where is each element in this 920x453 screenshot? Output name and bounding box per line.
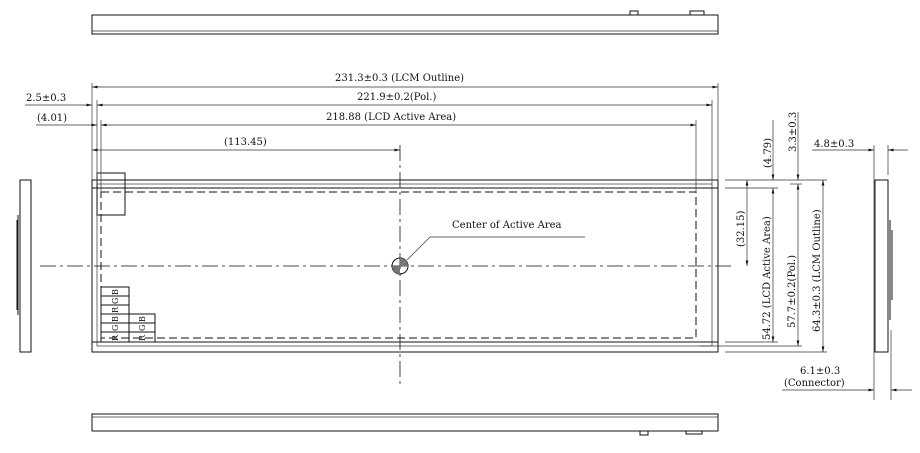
horizontal-dimensions: 231.3±0.3 (LCM Outline) 221.9±0.2(Pol.) … [25,73,719,192]
top-offset-active: (4.79) [763,138,774,168]
top-offset-pol: 3.3±0.3 [788,112,799,152]
left-side-view [16,179,32,353]
active-width: 218.88 (LCD Active Area) [326,112,456,123]
pixel-layout: R G B R G B R G B [100,286,156,343]
pixel-subpixel-label: B [138,316,147,322]
pixel-subpixel-label: R [111,306,120,313]
polarizer-outline [96,183,713,347]
corner-detail-box [96,172,126,216]
left-offset-active: (4.01) [37,113,67,124]
center-of-active-area-label: Center of Active Area [452,220,562,231]
connector-label: (Connector) [784,378,845,389]
lcm-outline-height: 64.3±0.3 (LCM Outline) [812,209,823,332]
thickness-dimensions: 4.8±0.3 6.1±0.3 (Connector) [782,139,912,392]
center-x: (113.45) [224,137,267,148]
front-view: Center of Active Area [40,145,735,385]
lcm-outline-width: 231.3±0.3 (LCM Outline) [335,73,464,84]
thickness: 4.8±0.3 [814,139,854,150]
pixel-subpixel-label: R [138,334,147,341]
pol-width: 221.9±0.2(Pol.) [357,92,437,103]
vertical-dimensions: (4.79) 3.3±0.3 (32.15) 54.72 (LCD Active… [700,112,827,353]
pixel-subpixel-label: B [111,316,120,322]
pixel-subpixel-label: B [111,289,120,295]
pixel-subpixel-label: G [138,325,147,331]
top-side-view [91,10,719,35]
pixel-subpixel-label: G [111,325,120,331]
pol-height: 57.7±0.2(Pol.) [787,255,798,328]
active-height: 54.72 (LCD Active Area) [762,216,773,340]
right-side-view [873,145,893,400]
active-area [100,191,697,339]
connector-thickness: 6.1±0.3 [800,366,840,377]
bottom-side-view [91,413,719,436]
pixel-subpixel-label: G [111,298,120,304]
pixel-subpixel-label: R [111,334,120,341]
left-offset-outline: 2.5±0.3 [26,93,66,104]
center-y: (32.15) [736,210,747,247]
